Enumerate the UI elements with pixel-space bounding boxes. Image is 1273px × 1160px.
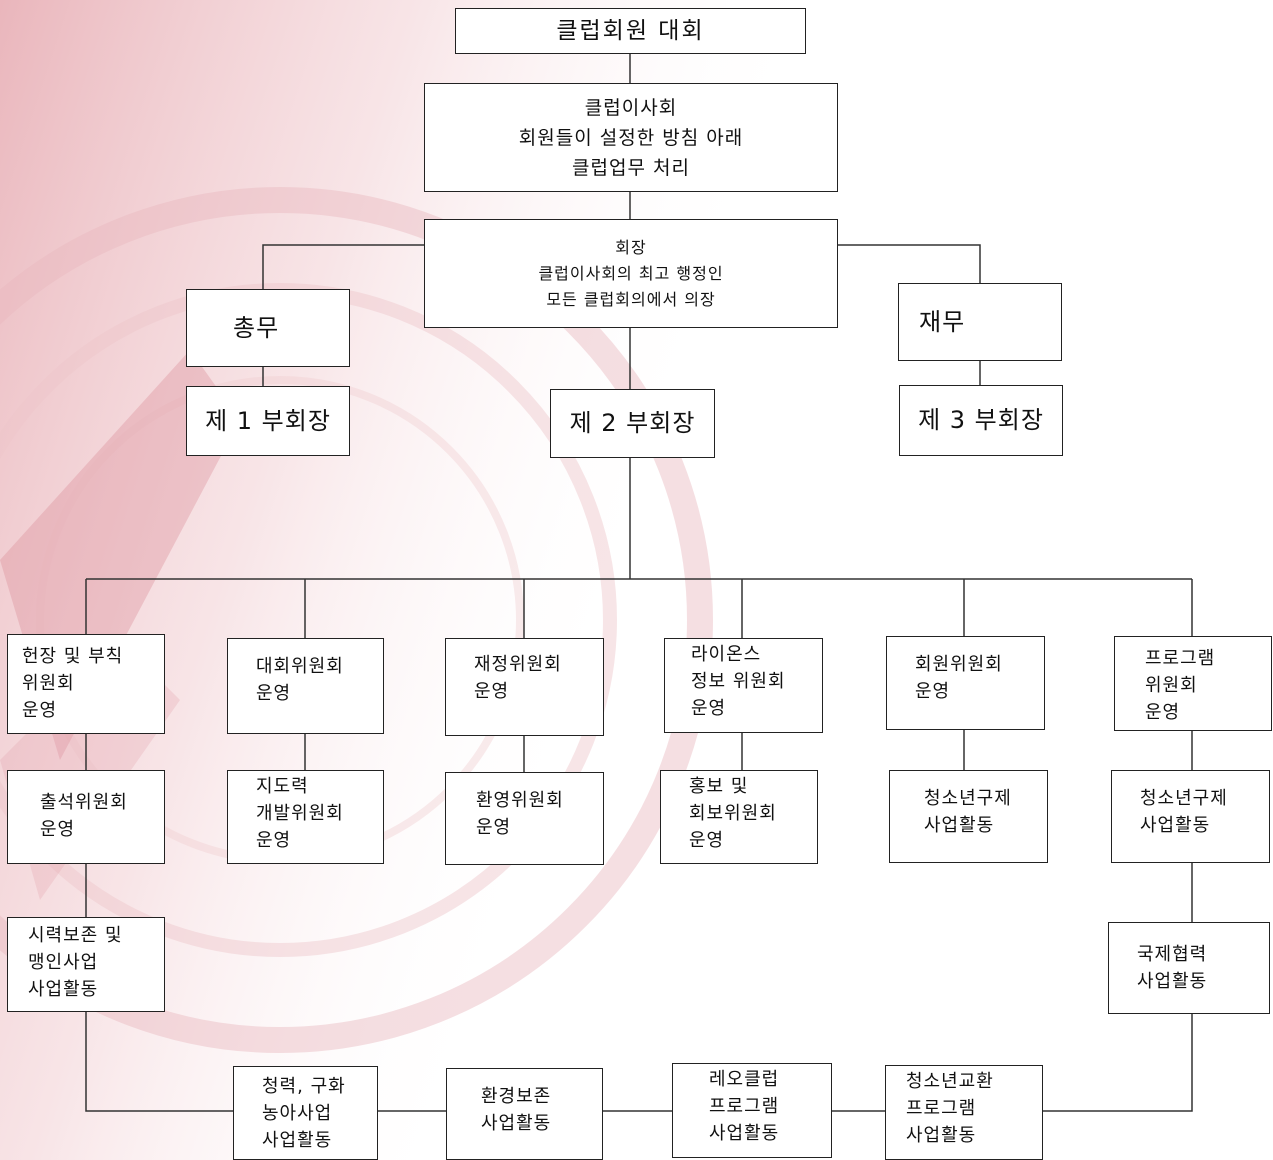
club-assembly-box: 클럽회원 대회 <box>455 8 806 54</box>
international-cooperation-box: 국제협력 사업활동 <box>1108 922 1270 1014</box>
leo-club-activity-box: 레오클럽 프로그램 사업활동 <box>672 1063 832 1158</box>
youth-exchange-activity-box: 청소년교환 프로그램 사업활동 <box>885 1065 1043 1160</box>
sight-conservation-box: 시력보존 및 맹인사업 사업활동 <box>7 917 165 1012</box>
vp3-box: 제 3 부회장 <box>899 385 1063 456</box>
vp2-box: 제 2 부회장 <box>550 389 715 458</box>
committee-membership-box: 회원위원회 운영 <box>886 636 1045 730</box>
committee-lions-info-box: 라이온스 정보 위원회 운영 <box>664 638 823 733</box>
vp1-box: 제 1 부회장 <box>186 386 350 456</box>
youth-relief-activity-2-box: 청소년구제 사업활동 <box>1111 770 1270 863</box>
committee-constitution-box: 헌장 및 부칙 위원회 운영 <box>7 634 165 734</box>
committee-program-box: 프로그램 위원회 운영 <box>1114 636 1272 731</box>
committee-convention-box: 대회위원회 운영 <box>227 638 384 734</box>
president-box: 회장 클럽이사회의 최고 행정인 모든 클럽회의에서 의장 <box>424 219 838 328</box>
pr-newsletter-committee-box: 홍보 및 회보위원회 운영 <box>660 770 818 864</box>
attendance-committee-box: 출석위원회 운영 <box>7 770 165 864</box>
leadership-committee-box: 지도력 개발위원회 운영 <box>227 770 384 864</box>
secretary-box: 총무 <box>186 289 350 367</box>
treasurer-box: 재무 <box>898 283 1062 361</box>
hearing-activity-box: 청력, 구화 농아사업 사업활동 <box>233 1066 378 1160</box>
club-board-box: 클럽이사회 회원들이 설정한 방침 아래 클럽업무 처리 <box>424 83 838 192</box>
environment-activity-box: 환경보존 사업활동 <box>446 1068 603 1160</box>
youth-relief-activity-box: 청소년구제 사업활동 <box>889 770 1048 863</box>
committee-finance-box: 재정위원회 운영 <box>445 638 604 736</box>
greeter-committee-box: 환영위원회 운영 <box>445 772 604 865</box>
